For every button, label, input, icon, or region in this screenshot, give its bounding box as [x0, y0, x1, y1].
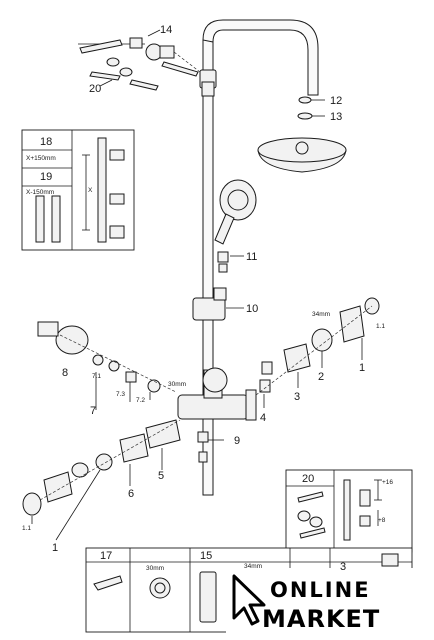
callout-7-3: 7.3 — [116, 391, 125, 398]
inset-height-variants — [21, 129, 135, 251]
logo-line-market: MARKET — [262, 605, 380, 633]
inset-19-range: X-150mm — [26, 189, 54, 196]
callout-2: 2 — [318, 371, 324, 383]
left-handle-set — [22, 321, 181, 541]
callout-1-1-right: 1.1 — [376, 323, 385, 330]
logo-line-online: ONLINE — [270, 578, 371, 602]
dim-34mm-top: 34mm — [312, 311, 330, 318]
box-17-number: 17 — [100, 550, 112, 562]
callout-3: 3 — [294, 391, 300, 403]
rain-shower-head — [257, 137, 347, 173]
callout-9: 9 — [234, 435, 240, 447]
callout-1-1-left: 1.1 — [22, 525, 31, 532]
box-15-number: 15 — [200, 550, 212, 562]
inset-wall-fixing — [285, 469, 413, 553]
inset-18-number: 18 — [40, 136, 52, 148]
inset-19-number: 19 — [40, 171, 52, 183]
dim-34mm-box: 34mm — [244, 563, 262, 570]
dimension-labels: 34mm 30mm X +16 +8 30mm 34mm — [88, 187, 393, 572]
callout-1-left: 1 — [52, 542, 58, 554]
callout-4: 4 — [260, 412, 266, 424]
online-market-logo: ONLINE MARKET — [226, 568, 434, 640]
callout-5: 5 — [158, 470, 164, 482]
callout-14: 14 — [160, 24, 172, 36]
callout-20: 20 — [89, 83, 101, 95]
callout-7: 7 — [90, 405, 96, 417]
callout-7-2: 7.2 — [136, 397, 145, 404]
callout-6: 6 — [128, 488, 134, 500]
dim-30mm-mid: 30mm — [168, 381, 186, 388]
part-11-connector — [217, 251, 244, 273]
cursor-arrow-icon — [232, 574, 266, 626]
dim-x: X — [88, 187, 93, 194]
inset-20-number: 20 — [302, 473, 314, 485]
dim-30mm-box: 30mm — [146, 565, 164, 572]
inset-labels: 18 X+150mm 19 X-150mm 20 17 15 3 — [26, 136, 346, 573]
dim-plus8: +8 — [378, 517, 386, 524]
callout-10: 10 — [246, 303, 258, 315]
inset-18-range: X+150mm — [26, 155, 56, 162]
callout-12: 12 — [330, 95, 342, 107]
callout-7-1: 7.1 — [92, 373, 101, 380]
part-9-outlet — [197, 431, 224, 463]
callout-labels: 14 20 12 13 11 10 1.1 1 2 3 4 8 7.1 7.3 … — [22, 24, 385, 554]
dim-plus16: +16 — [382, 479, 393, 486]
callout-8: 8 — [62, 367, 68, 379]
callout-11: 11 — [246, 251, 257, 263]
riser-rail — [199, 19, 319, 496]
top-fixing-set — [78, 29, 201, 91]
callout-13: 13 — [330, 111, 342, 123]
thermostat-body — [177, 367, 257, 421]
overhead-washers — [297, 96, 325, 120]
callout-1-right: 1 — [359, 362, 365, 374]
hand-shower — [214, 179, 257, 245]
box-3-number: 3 — [340, 561, 346, 573]
part-10-slider — [192, 287, 244, 321]
right-handle-set — [255, 297, 380, 408]
